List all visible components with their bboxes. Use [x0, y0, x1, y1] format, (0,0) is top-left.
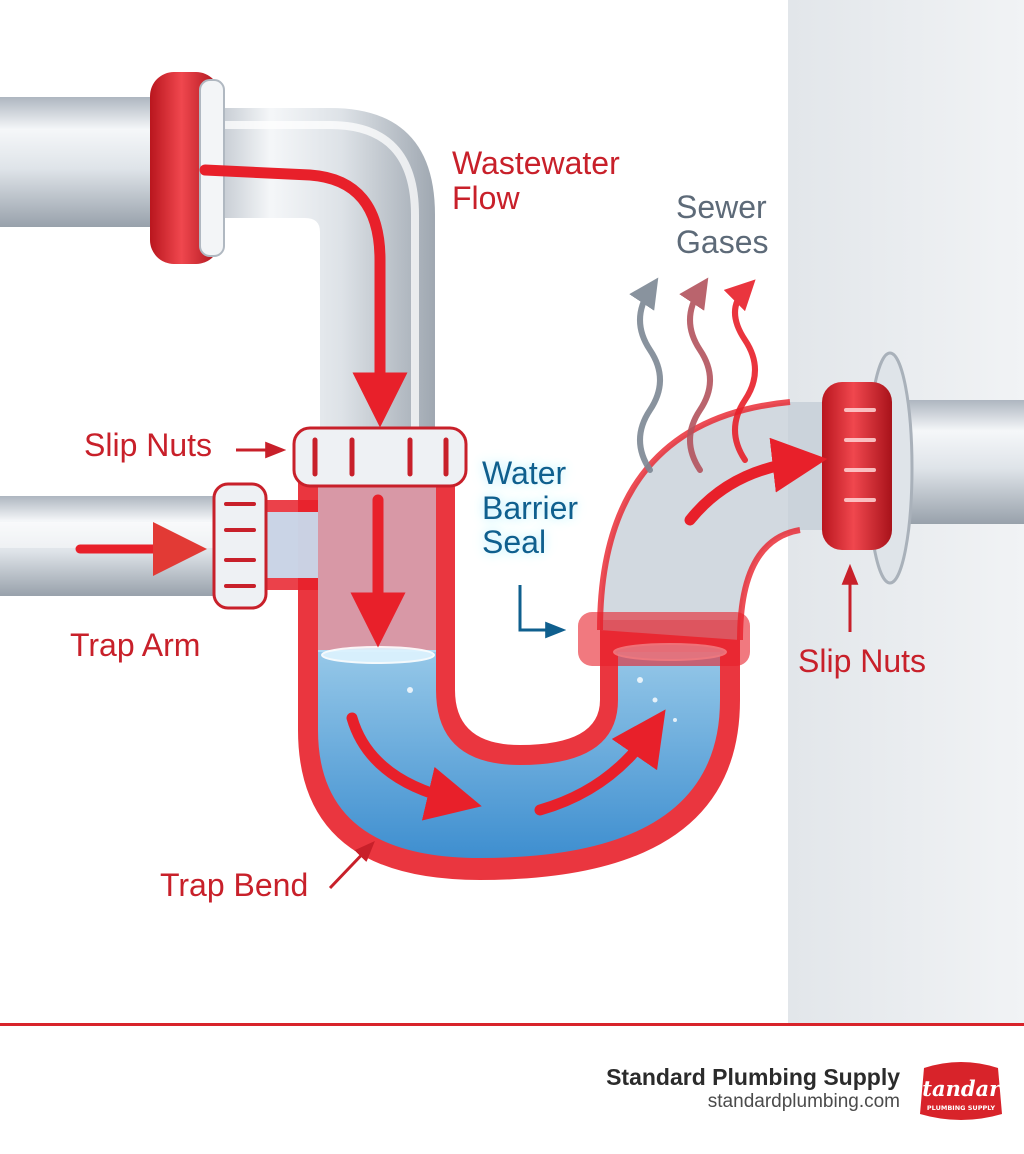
logo-word: Standard	[918, 1076, 1004, 1101]
trap-water	[318, 650, 720, 858]
diagram-canvas	[0, 0, 1024, 1024]
center-slip-nut	[292, 426, 468, 488]
outlet-collar	[578, 612, 750, 666]
label-water-barrier-seal: Water Barrier Seal	[482, 455, 579, 561]
footer-divider	[0, 1023, 1024, 1026]
flow-arrow-elbow	[199, 164, 408, 428]
standard-plumbing-logo-icon: Standard PLUMBING SUPPLY	[918, 1062, 1004, 1120]
label-sewer-gases: Sewer Gases	[676, 189, 769, 260]
label-slip-nuts-left: Slip Nuts	[84, 427, 213, 463]
gas-arrow-3	[723, 279, 758, 463]
label-trap-arm: Trap Arm	[70, 627, 201, 663]
flow-arrow-bend-up	[534, 709, 666, 816]
gas-arrow-2	[679, 277, 713, 473]
flow-arrow-bend-down	[346, 712, 482, 821]
flow-arrow-outlet	[684, 437, 828, 526]
gas-arrow-1	[629, 277, 663, 473]
right-slip-nut	[822, 382, 892, 550]
logo-tagline: PLUMBING SUPPLY	[927, 1104, 995, 1112]
company-url[interactable]: standardplumbing.com	[707, 1091, 900, 1112]
label-wastewater-flow: Wastewater Flow	[452, 145, 620, 216]
footer: Standard Plumbing Supply standardplumbin…	[0, 1026, 1024, 1154]
label-slip-nuts-right: Slip Nuts	[798, 643, 927, 679]
label-trap-bend: Trap Bend	[160, 867, 309, 903]
pointer-trap-bend	[328, 840, 375, 890]
company-name: Standard Plumbing Supply	[606, 1064, 900, 1090]
pointer-water-seal	[518, 585, 567, 639]
trap-arm-slip-nut	[212, 482, 268, 610]
